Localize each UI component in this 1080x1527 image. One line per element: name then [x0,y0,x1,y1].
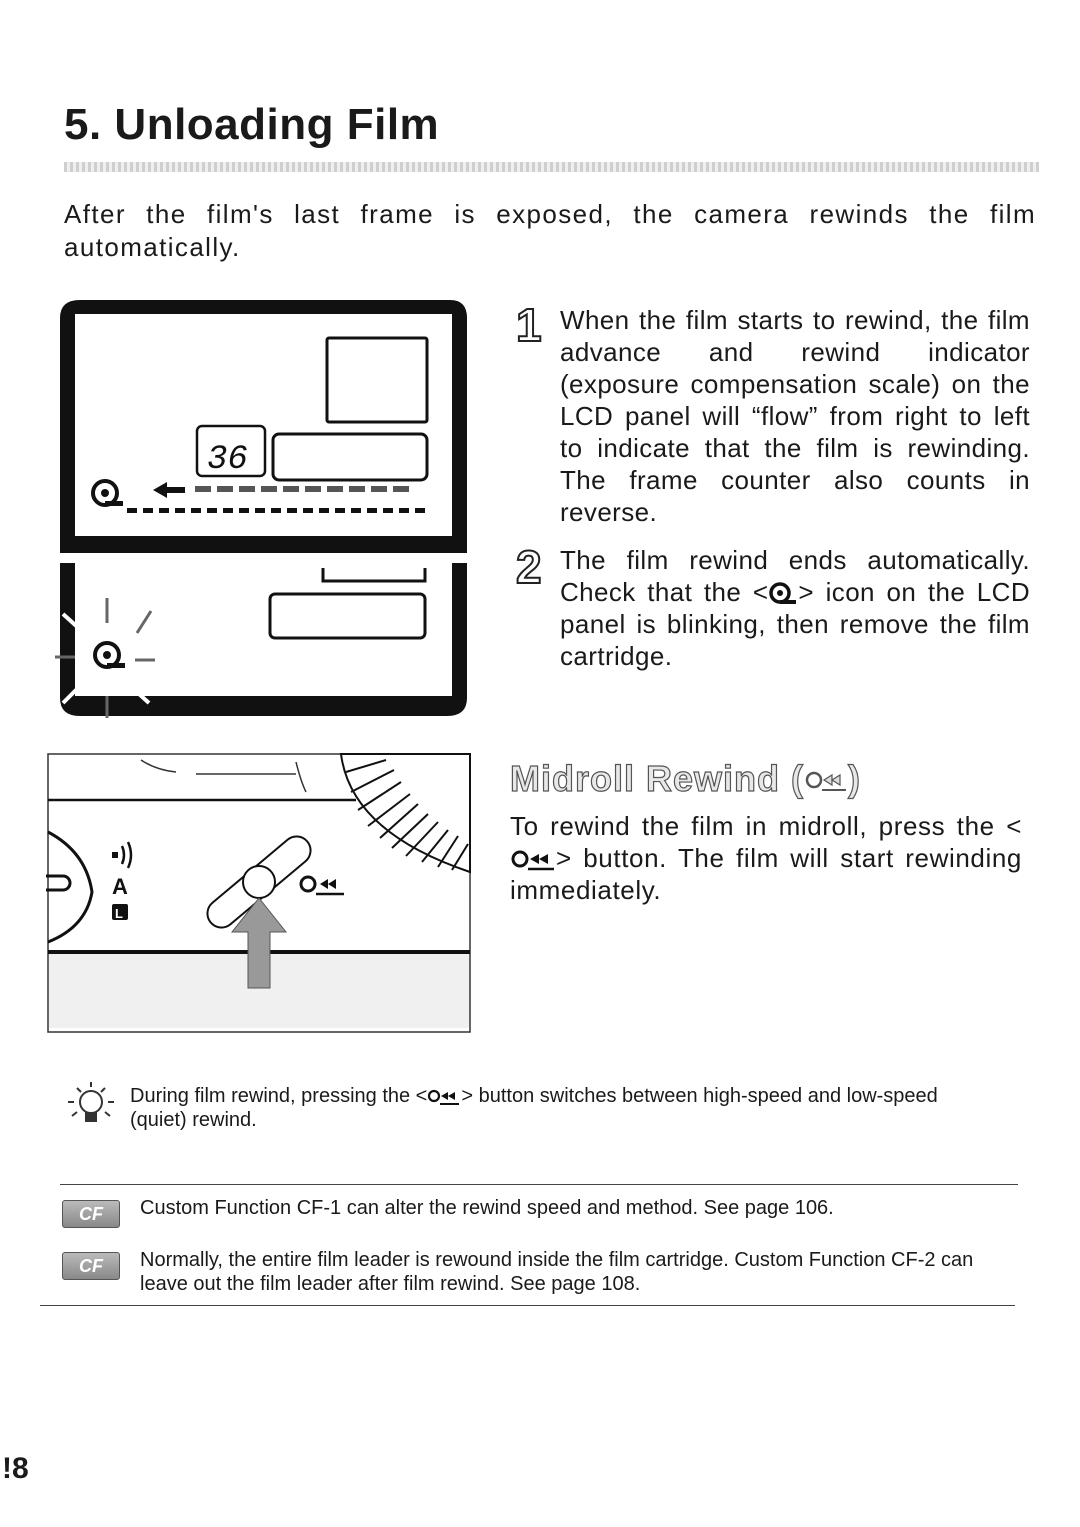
arrow-up-icon [230,897,288,989]
film-cartridge-blinking-icon [55,598,155,718]
midroll-heading: Midroll Rewind () [509,757,861,800]
beep-icon [112,841,133,869]
step-1-text: When the film starts to rewind, the film… [560,305,1030,527]
rewind-button-icon [805,772,846,792]
tip-text: During film rewind, pressing the <> butt… [130,1084,995,1132]
film-cartridge-icon [769,582,797,605]
page-number: !8 [2,1452,29,1485]
midroll-text-after: > button. The film will start rewinding … [510,843,1022,905]
arrow-left-icon [153,482,185,498]
film-cartridge-icon [91,479,123,507]
step-2-number: 2 [515,540,543,594]
midroll-title-suffix: ) [847,757,861,799]
title-rule [64,162,1039,172]
cf-badge-1: CF [62,1200,120,1228]
midroll-title-prefix: Midroll Rewind ( [509,757,804,799]
divider-top [60,1184,1018,1185]
cf-badge-2: CF [62,1252,120,1280]
mode-l-label: L [115,906,123,921]
midroll-text-before: To rewind the film in midroll, press the… [510,811,1022,841]
tip-text-before: During film rewind, pressing the < [130,1085,428,1107]
rewind-button-icon [299,875,344,896]
frame-counter: 36 [207,441,248,479]
divider-bottom [40,1305,1015,1306]
cf-note-2: Normally, the entire film leader is rewo… [140,1249,974,1295]
intro-text: After the film's last frame is exposed, … [64,199,1036,262]
step-2-text-after: > icon on the LCD panel is blinking, the… [560,577,1031,671]
page-title: 5. Unloading Film [64,100,440,149]
rewind-button-illustration: A L [46,753,471,1033]
lcd-panel-illustration: 36 [55,300,467,718]
step-2-text-before: The film rewind ends automatically. Chec… [560,545,1030,607]
step-2-text: The film rewind ends automatically. Chec… [560,544,1030,672]
tip-text-after: > button switches between high-speed and… [130,1085,938,1131]
midroll-text: To rewind the film in midroll, press the… [510,810,1022,906]
rewind-button-icon [511,850,554,871]
mode-a-label: A [112,874,128,899]
tip-bulb-icon [68,1082,114,1122]
cf-note-1: Custom Function CF-1 can alter the rewin… [140,1197,834,1219]
step-1-number: 1 [515,298,543,352]
rewind-button-icon [428,1089,460,1105]
